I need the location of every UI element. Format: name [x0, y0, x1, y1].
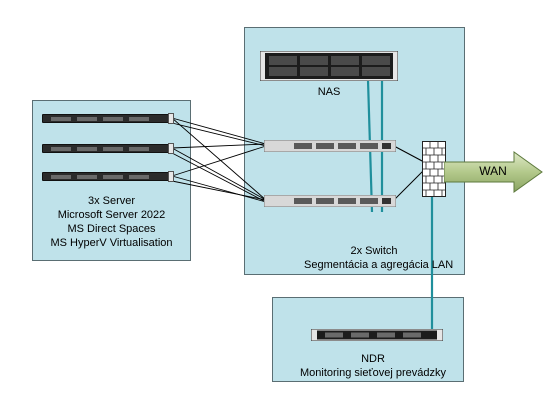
link-server3b-switch2	[171, 180, 267, 201]
nas-device	[260, 51, 398, 81]
ndr-line-2: Monitoring sieťovej prevádzky	[300, 367, 446, 379]
link-server1-switch2	[171, 117, 267, 201]
link-server1b-switch1	[171, 122, 267, 147]
link-server3-switch2	[171, 175, 267, 203]
wan-arrow-icon	[444, 151, 543, 193]
switch-2	[264, 195, 396, 207]
server-zone-label: 3x Server Microsoft Server 2022 MS Direc…	[32, 194, 191, 250]
server-2-ear	[168, 143, 174, 154]
link-switch2-firewall	[393, 169, 425, 201]
ndr-line-1: NDR	[361, 353, 385, 365]
server-3-ear	[168, 171, 174, 182]
wan-label: WAN	[479, 164, 507, 178]
server-line-3: MS Direct Spaces	[67, 223, 156, 235]
switch-line-2: Segmentácia a agregácia LAN	[304, 259, 454, 271]
server-3	[42, 172, 172, 181]
server-line-1: 3x Server	[87, 195, 136, 207]
link-server2-switch2	[171, 147, 267, 201]
link-server2-switch1	[171, 143, 267, 149]
switch-1	[264, 140, 396, 152]
server-1	[42, 114, 172, 123]
ndr-zone-label: NDR Monitoring sieťovej prevádzky	[290, 352, 456, 380]
server-1-ear	[168, 113, 174, 124]
server-2	[42, 144, 172, 153]
link-server1-switch1	[171, 117, 267, 145]
link-server3-switch1	[171, 145, 267, 177]
ndr-device	[311, 329, 443, 341]
nas-label: NAS	[317, 86, 341, 98]
server-line-2: Microsoft Server 2022	[57, 209, 166, 221]
teal-links	[366, 79, 434, 337]
server-switch-links	[171, 117, 267, 203]
switch-firewall-links	[393, 145, 425, 201]
server-line-4: MS HyperV Virtualisation	[50, 237, 173, 249]
firewall-icon	[422, 141, 446, 197]
link-switch1-firewall	[393, 145, 425, 163]
switch-zone-label: 2x Switch Segmentácia a agregácia LAN	[304, 244, 454, 272]
switch-line-1: 2x Switch	[350, 245, 398, 257]
link-server2b-switch2	[171, 152, 267, 203]
